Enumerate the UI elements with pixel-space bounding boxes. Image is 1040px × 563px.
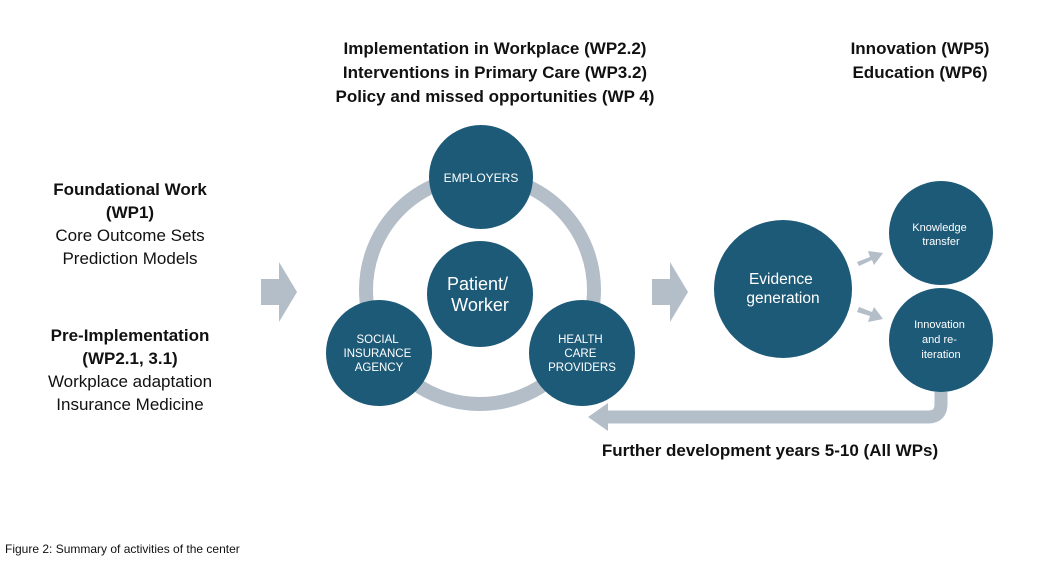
return-arrow-head [588,403,608,431]
patient-worker-label: Patient/ Worker [447,274,513,315]
small-arrow-to-knowledge [857,251,883,266]
knowledge-label: Knowledge transfer [912,222,970,248]
heading-line-interventions: Interventions in Primary Care (WP3.2) [342,63,648,82]
knowledge-circle [889,181,993,285]
foundational-item-core-outcome: Core Outcome Sets [55,226,205,245]
block-arrow-middle [652,262,688,322]
innovation-circle [889,288,993,392]
innovation-label: Innovation and re- iteration [914,319,968,361]
pre-implementation-title: Pre-Implementation [50,326,210,345]
evidence-circle [714,220,852,358]
foundational-item-prediction: Prediction Models [62,249,198,268]
further-development-label: Further development years 5-10 (All WPs) [601,441,939,460]
top-right-heading: Innovation (WP5) Education (WP6) [830,37,1010,85]
pre-implementation-block: Pre-Implementation (WP2.1, 3.1) Workplac… [20,324,240,416]
figure-caption: Figure 2: Summary of activities of the c… [5,542,240,556]
social-insurance-label: SOCIAL INSURANCE AGENCY [344,334,415,374]
foundational-title: Foundational Work [53,180,207,199]
foundational-work-block: Foundational Work (WP1) Core Outcome Set… [20,178,240,270]
heading-line-education: Education (WP6) [852,63,988,82]
employers-circle [429,125,533,229]
pre-implementation-item-workplace: Workplace adaptation [47,372,213,391]
small-arrow-to-innovation [857,307,883,322]
patient-worker-circle [427,241,533,347]
heading-line-policy: Policy and missed opportunities (WP 4) [335,87,655,106]
social-insurance-circle [326,300,432,406]
block-arrow-left [261,262,297,322]
health-care-label: HEALTH CARE PROVIDERS [548,334,616,374]
evidence-label: Evidence generation [746,271,819,307]
employers-label: EMPLOYERS [444,171,519,185]
heading-line-implementation: Implementation in Workplace (WP2.2) [343,39,647,58]
heading-line-innovation: Innovation (WP5) [850,39,990,58]
return-arrow-line [606,392,948,424]
foundational-wp: (WP1) [105,203,155,222]
health-care-circle [529,300,635,406]
top-center-heading: Implementation in Workplace (WP2.2) Inte… [300,37,690,109]
pre-implementation-item-insurance: Insurance Medicine [56,395,204,414]
pre-implementation-wp: (WP2.1, 3.1) [82,349,178,368]
